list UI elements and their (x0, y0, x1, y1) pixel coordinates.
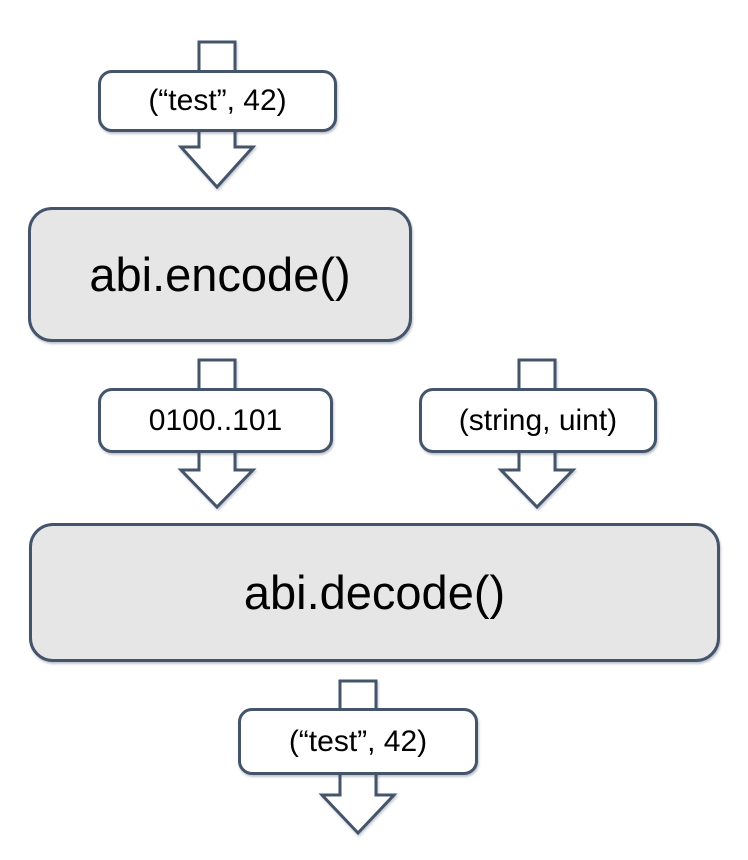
input-tuple-node: (“test”, 42) (98, 70, 337, 132)
type-tuple-node: (string, uint) (419, 388, 657, 453)
abi-decode-node: abi.decode() (29, 523, 720, 662)
encoded-bytes-node: 0100..101 (98, 388, 333, 453)
decoded-output-node: (“test”, 42) (238, 708, 478, 775)
abi-encode-node: abi.encode() (28, 207, 412, 342)
